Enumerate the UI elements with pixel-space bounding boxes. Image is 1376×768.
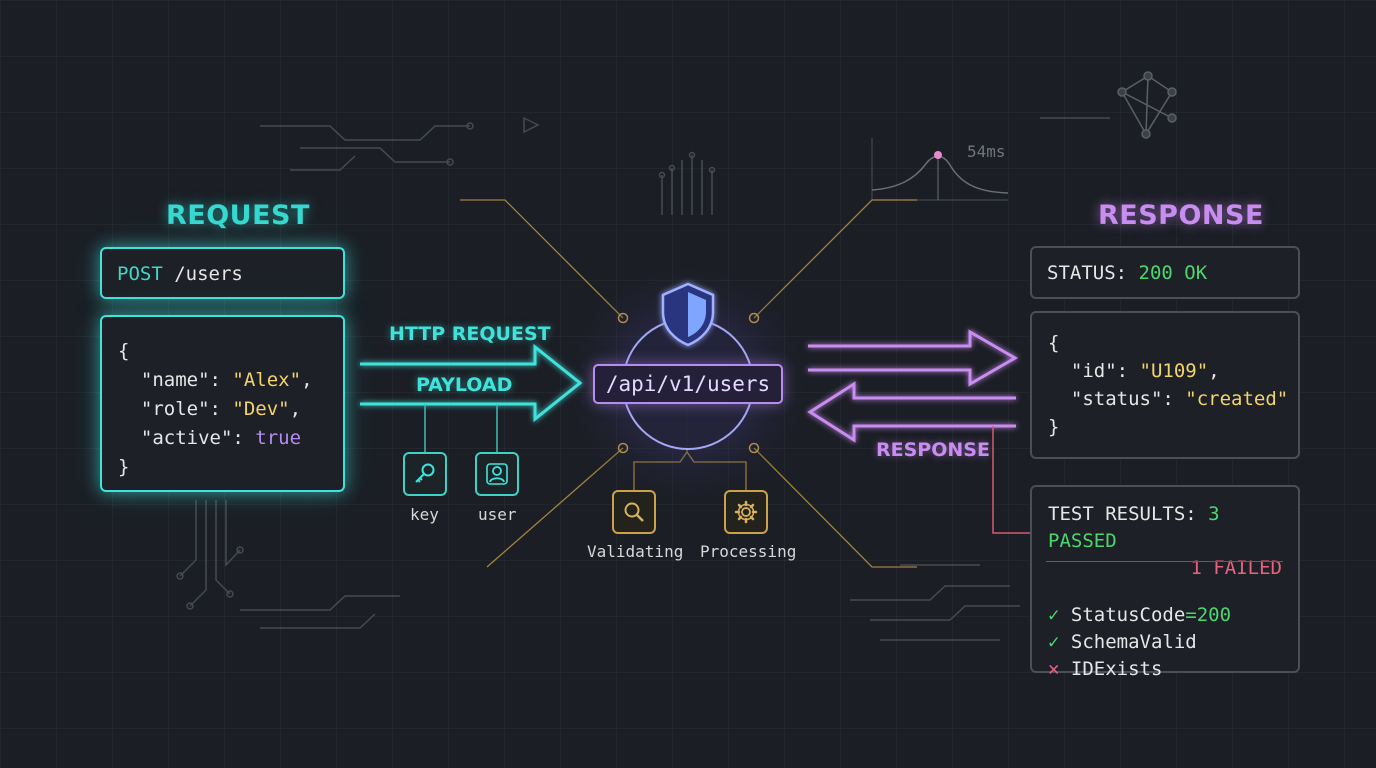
request-field-active: "active": true — [140, 427, 302, 449]
request-body-box: { "name": "Alex", "role": "Dev", "active… — [100, 315, 345, 492]
key-icon — [403, 452, 447, 496]
gear-icon — [724, 490, 768, 534]
check-icon: ✓ — [1048, 604, 1060, 626]
test-results-box: TEST RESULTS: 3 PASSED 1 FAILED ✓ Status… — [1030, 485, 1300, 680]
request-title: REQUEST — [166, 200, 310, 231]
http-request-label: HTTP REQUEST — [389, 323, 551, 345]
user-icon — [475, 452, 519, 496]
tests-passed-count: 3 PASSED — [1048, 503, 1220, 552]
http-request-arrow — [360, 343, 583, 423]
test-results-header: TEST RESULTS: 3 PASSED — [1048, 501, 1282, 555]
user-label: user — [478, 505, 517, 524]
processing-label: Processing — [700, 542, 797, 561]
request-body-open: { — [118, 340, 130, 362]
circuit-traces — [176, 116, 1110, 641]
test-results-label: TEST RESULTS: — [1048, 503, 1197, 525]
response-body-box: { "id": "U109", "status": "created" } — [1030, 311, 1300, 459]
api-endpoint-label: /api/v1/users — [593, 364, 783, 404]
status-value: 200 OK — [1138, 262, 1208, 284]
request-line-box: POST /users — [100, 247, 345, 299]
request-method: POST — [117, 263, 163, 285]
network-icon — [1117, 71, 1177, 139]
latency-sparkline — [871, 138, 1009, 201]
request-body-close: } — [118, 456, 130, 478]
request-field-role: "role": "Dev", — [140, 398, 302, 420]
status-label: STATUS: — [1047, 262, 1128, 284]
tests-failed-count: 1 FAILED — [1190, 557, 1282, 579]
test-connector — [992, 426, 1030, 534]
response-back-arrow — [807, 381, 1016, 443]
response-flow-label: RESPONSE — [876, 439, 990, 461]
response-body-close: } — [1048, 416, 1060, 438]
response-status-box: STATUS: 200 OK — [1030, 246, 1300, 299]
cross-icon: ✕ — [1048, 658, 1060, 680]
response-out-arrow — [808, 329, 1018, 387]
response-body-open: { — [1048, 332, 1060, 354]
payload-label: PAYLOAD — [416, 374, 513, 396]
response-field-id: "id": "U109", — [1070, 360, 1220, 382]
shield-icon — [661, 282, 715, 347]
request-path: /users — [174, 263, 243, 285]
latency-label: 54ms — [967, 142, 1006, 161]
validating-label: Validating — [587, 542, 684, 561]
magnifier-icon — [612, 490, 656, 534]
test-item-statuscode: ✓ StatusCode=200 — [1048, 604, 1232, 626]
request-field-name: "name": "Alex", — [140, 369, 313, 391]
test-item-idexists: ✕ IDExists — [1048, 658, 1163, 680]
key-label: key — [410, 505, 439, 524]
response-field-status: "status": "created" — [1070, 388, 1289, 410]
test-item-schemavalid: ✓ SchemaValid — [1048, 631, 1197, 653]
check-icon: ✓ — [1048, 631, 1060, 653]
response-title: RESPONSE — [1098, 200, 1264, 231]
test-results-divider — [1046, 561, 1283, 562]
